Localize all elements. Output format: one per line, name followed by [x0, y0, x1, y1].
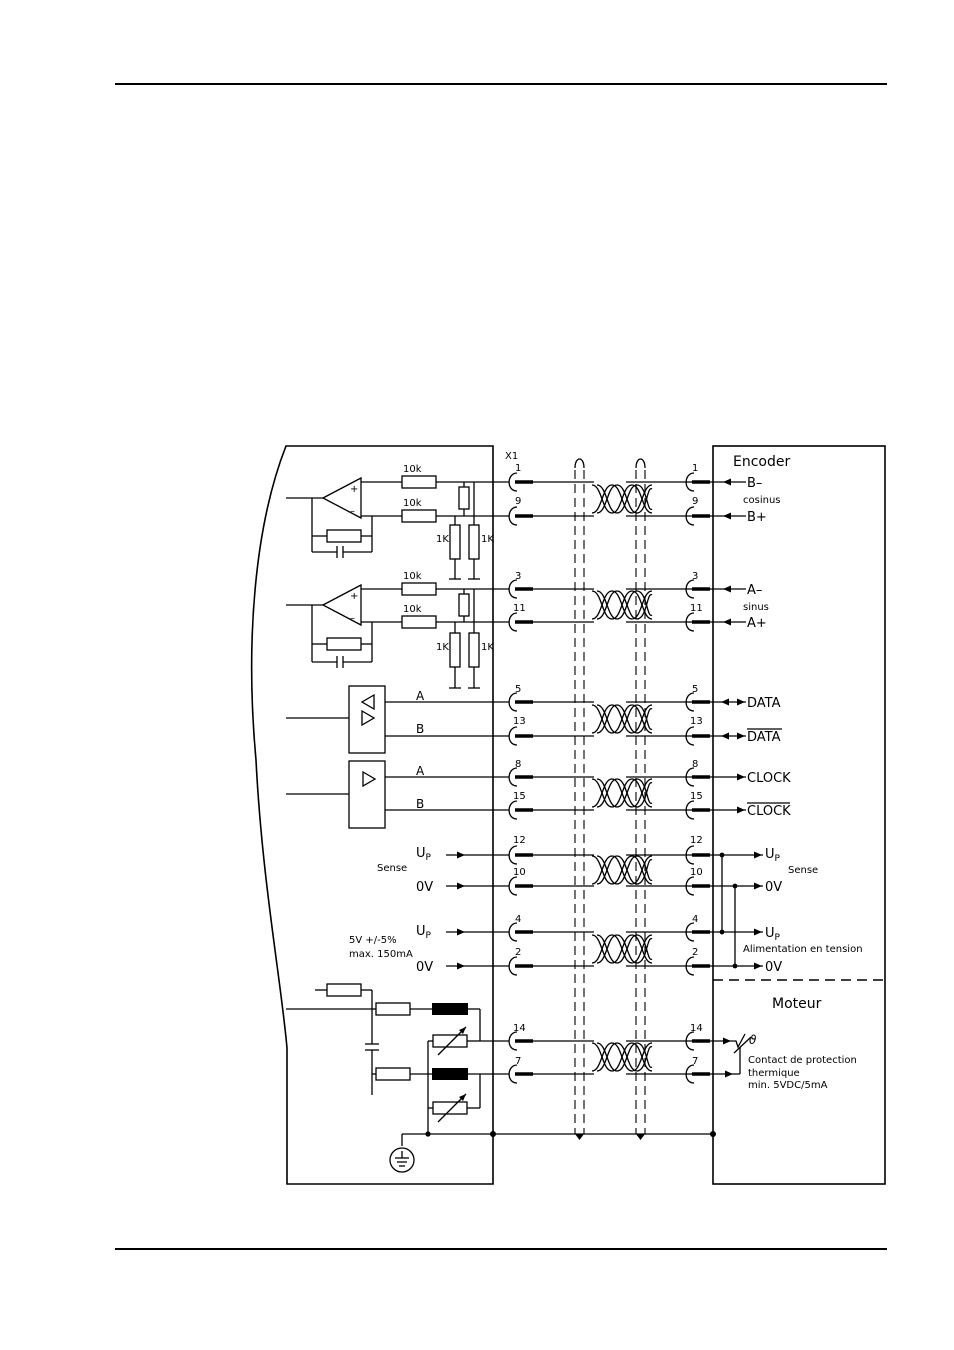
- sense-label: Sense: [788, 865, 818, 876]
- svg-text:+: +: [350, 484, 358, 495]
- pin-label: 12: [690, 835, 703, 846]
- pin-label: 4: [692, 914, 698, 925]
- signal-wires: [528, 481, 694, 1075]
- pin-label: 7: [692, 1056, 698, 1067]
- clock-driver: A B: [286, 760, 509, 829]
- data-label: DATA: [747, 696, 781, 711]
- encoder-signal-arrows: [710, 478, 763, 970]
- drive-sense-lines: UP Sense 0V: [377, 846, 509, 895]
- resistor-label: 1K: [436, 534, 449, 545]
- drive-outline: [250, 445, 494, 1185]
- supply-up-label: UP: [765, 926, 781, 943]
- x1-plugs: [507, 471, 535, 1085]
- data-bar-label: DATA: [747, 730, 781, 745]
- pin-label: 8: [515, 759, 521, 770]
- pin-label: 2: [515, 947, 521, 958]
- resistor-label: 1K: [481, 642, 494, 653]
- theta-symbol: ϑ: [749, 1033, 757, 1047]
- sense-0v-label: 0V: [765, 880, 782, 895]
- svg-text:+: +: [350, 591, 358, 602]
- encoder-plugs: [684, 471, 712, 1085]
- pin-label: 2: [692, 947, 698, 958]
- supply-0v-label: 0V: [765, 960, 782, 975]
- cable-shields: [574, 458, 646, 1134]
- pin-label: 3: [515, 571, 521, 582]
- drive-supply-lines: UP 5V +/-5% max. 150mA 0V: [349, 924, 509, 975]
- sense-up-label: UP: [416, 846, 432, 863]
- clock-label: CLOCK: [747, 771, 791, 786]
- pin-label: 14: [690, 1023, 703, 1034]
- supply-note: max. 150mA: [349, 949, 413, 960]
- pin-label: 7: [515, 1056, 521, 1067]
- pin-label: 8: [692, 759, 698, 770]
- line-a-label: A: [416, 689, 425, 703]
- pin-label: 3: [692, 571, 698, 582]
- pin-label: 4: [515, 914, 521, 925]
- connector-name: X1: [505, 451, 518, 462]
- supply-label: Alimentation en tension: [743, 944, 863, 955]
- contact-label: Contact de protection: [748, 1055, 857, 1066]
- svg-text:–: –: [350, 506, 355, 517]
- cosinus-label: cosinus: [743, 495, 781, 506]
- sinus-input-stage: + – 10k 10k 1K 1K: [286, 571, 509, 689]
- a-plus-label: A+: [747, 616, 767, 631]
- supply-note: 5V +/-5%: [349, 935, 397, 946]
- pin-label: 13: [690, 716, 703, 727]
- pin-label: 5: [515, 684, 521, 695]
- sense-up-label: UP: [765, 847, 781, 864]
- twisted-pairs: [591, 484, 653, 1072]
- resistor-label: 10k: [403, 464, 422, 475]
- encoder-title: Encoder: [733, 454, 790, 470]
- a-minus-label: A–: [747, 583, 762, 598]
- footer-rule: [115, 1248, 887, 1250]
- motor-title: Moteur: [772, 996, 822, 1012]
- contact-label: min. 5VDC/5mA: [748, 1080, 828, 1091]
- contact-label: thermique: [748, 1068, 800, 1079]
- pin-label: 15: [690, 791, 703, 802]
- pin-label: 12: [513, 835, 526, 846]
- pin-label: 10: [690, 867, 703, 878]
- line-a-label: A: [416, 764, 425, 778]
- line-b-label: B: [416, 722, 424, 736]
- pin-label: 11: [513, 603, 526, 614]
- pin-label: 10: [513, 867, 526, 878]
- ground-bus: [389, 1131, 716, 1173]
- b-plus-label: B+: [747, 510, 767, 525]
- encoder-outline: [712, 445, 886, 1185]
- pin-label: 1: [515, 463, 521, 474]
- right-pin-numbers: 1 9 3 11 5 13 8 15 12 10 4 2 14 7: [690, 463, 703, 1067]
- resistor-label: 1K: [436, 642, 449, 653]
- svg-text:–: –: [350, 613, 355, 624]
- resistor-label: 10k: [403, 571, 422, 582]
- data-transceiver: A B: [286, 685, 509, 754]
- sense-label: Sense: [377, 863, 407, 874]
- pin-label: 1: [692, 463, 698, 474]
- supply-up-label: UP: [416, 924, 432, 941]
- pin-label: 11: [690, 603, 703, 614]
- pin-label: 14: [513, 1023, 526, 1034]
- sinus-label: sinus: [743, 602, 769, 613]
- line-b-label: B: [416, 797, 424, 811]
- pin-label: 13: [513, 716, 526, 727]
- resistor-label: 10k: [403, 604, 422, 615]
- left-pin-numbers: 1 9 3 11 5 13 8 15 12 10 4 2 14 7: [513, 463, 526, 1067]
- resistor-label: 10k: [403, 498, 422, 509]
- pin-label: 9: [515, 496, 521, 507]
- encoder-labels: B– cosinus B+ A– sinus A+ DATA DATA CLOC…: [743, 476, 863, 975]
- cosinus-input-stage: + – 10k 10k 1K 1K: [286, 464, 509, 580]
- motor-section: Moteur ϑ Contact de protection thermique…: [710, 996, 857, 1091]
- header-rule: [115, 83, 887, 85]
- pin-label: 5: [692, 684, 698, 695]
- b-minus-label: B–: [747, 476, 762, 491]
- supply-0v-label: 0V: [416, 960, 433, 975]
- sense-0v-label: 0V: [416, 880, 433, 895]
- pin-label: 15: [513, 791, 526, 802]
- clock-bar-label: CLOCK: [747, 804, 791, 819]
- thermal-input-stage: [286, 983, 509, 1134]
- pin-label: 9: [692, 496, 698, 507]
- resistor-label: 1K: [481, 534, 494, 545]
